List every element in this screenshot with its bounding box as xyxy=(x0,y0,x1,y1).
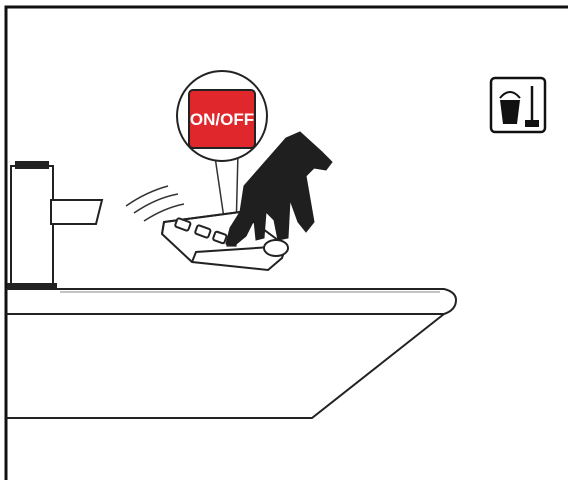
bucket-mop-icon xyxy=(491,78,545,132)
power-strip xyxy=(162,212,288,270)
motion-lines xyxy=(126,186,184,221)
zoom-callout: ON/OFF xyxy=(177,71,267,161)
on-off-label: ON/OFF xyxy=(190,110,254,129)
countertop xyxy=(6,289,456,418)
faucet xyxy=(8,162,102,288)
